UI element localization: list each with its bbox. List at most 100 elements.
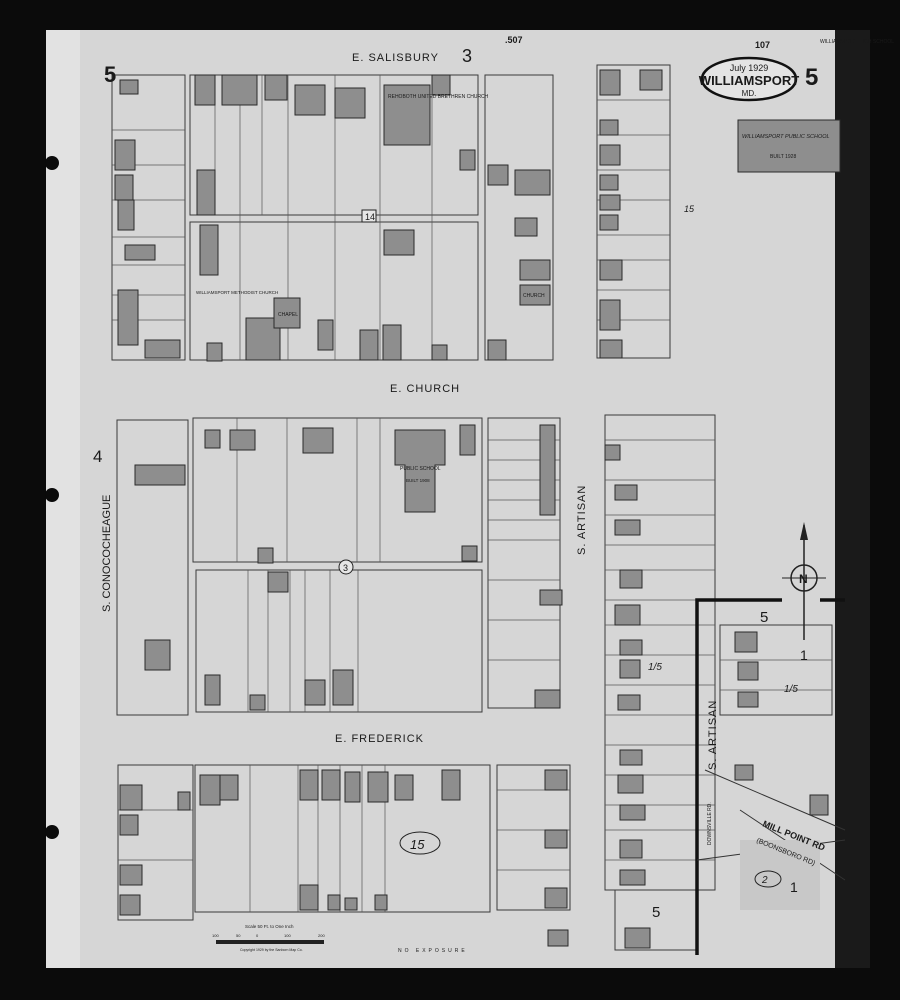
right-edge-shadow	[835, 30, 870, 968]
building	[599, 194, 621, 211]
building	[257, 547, 274, 564]
building	[431, 74, 451, 96]
cartouche-state: MD.	[742, 89, 757, 98]
building	[249, 694, 266, 711]
building	[599, 69, 621, 96]
public-school-label: PUBLIC SCHOOL	[400, 466, 441, 472]
public-school-building	[394, 429, 446, 513]
building	[599, 144, 621, 166]
block-number-3-circle: 3	[343, 563, 348, 573]
punch-hole	[45, 825, 59, 839]
block-number-5-bottom: 5	[652, 904, 660, 921]
city-block	[111, 74, 186, 361]
street-e-salisbury: E. SALISBURY	[352, 52, 439, 64]
building	[599, 174, 619, 191]
building	[299, 769, 319, 801]
page-ref-right: 107	[755, 40, 770, 50]
building	[119, 79, 139, 95]
city-block	[192, 417, 483, 563]
building	[544, 829, 568, 849]
sheet-boundary-line	[695, 598, 845, 955]
church-building-small	[519, 284, 551, 306]
building	[639, 69, 663, 91]
scale-bar: Scale 50 Ft. to One Inch 100 50 0 100 20…	[212, 924, 325, 952]
building	[194, 74, 216, 106]
building	[544, 769, 568, 791]
methodist-church-label: WILLIAMSPORT METHODIST CHURCH	[196, 290, 278, 295]
building	[534, 689, 561, 709]
building	[302, 427, 334, 454]
handwritten-note-b: 1/5	[784, 684, 798, 695]
block-number-15: 15	[410, 837, 425, 852]
scale-tick: 0	[256, 933, 259, 938]
building	[544, 887, 568, 909]
building	[383, 229, 415, 256]
city-block	[496, 764, 571, 911]
building	[196, 169, 216, 216]
building	[382, 324, 402, 361]
building	[264, 74, 288, 101]
public-school-building-1928	[737, 119, 841, 173]
building	[219, 774, 239, 801]
sheet-number-left: 5	[104, 62, 116, 87]
building	[614, 519, 641, 536]
block-number-15-alt: 15	[684, 204, 695, 214]
building	[119, 784, 143, 811]
building	[619, 749, 643, 766]
building	[487, 339, 507, 361]
building	[809, 794, 829, 816]
building	[294, 84, 326, 116]
svg-text:N: N	[799, 572, 808, 586]
building	[359, 329, 379, 361]
cartouche-date: July 1929	[730, 63, 769, 73]
building	[737, 661, 759, 681]
building	[614, 604, 641, 626]
building	[144, 639, 171, 671]
building	[177, 791, 191, 811]
building	[327, 894, 341, 911]
city-block	[117, 764, 194, 921]
building	[599, 299, 621, 331]
building	[367, 771, 389, 803]
buildings	[114, 69, 829, 949]
north-arrow-icon: N	[782, 522, 826, 640]
building	[459, 149, 476, 171]
building	[431, 344, 448, 361]
chapel-label: CHAPEL	[278, 312, 298, 318]
building	[619, 804, 646, 821]
building	[117, 289, 139, 346]
building	[119, 864, 143, 886]
building	[599, 214, 619, 231]
building	[124, 244, 156, 261]
cartouche-city: WILLIAMSPORT	[699, 73, 799, 88]
building	[299, 884, 319, 911]
building	[619, 569, 643, 589]
building	[617, 774, 644, 794]
building	[619, 869, 646, 886]
punch-hole	[45, 488, 59, 502]
city-blocks	[111, 64, 833, 951]
public-school-1928-label: WILLIAMSPORT PUBLIC SCHOOL	[742, 134, 830, 140]
scale-tick: 50	[236, 933, 241, 938]
punch-hole	[45, 156, 59, 170]
building	[267, 571, 289, 593]
building	[547, 929, 569, 947]
city-block	[116, 419, 189, 716]
building	[514, 217, 538, 237]
copyright-notice: Copyright 1929 by the Sanborn Map Co.	[240, 948, 303, 952]
city-block	[189, 221, 479, 361]
building	[624, 927, 651, 949]
city-block	[189, 74, 479, 216]
block-number-1: 1	[790, 879, 798, 895]
building	[344, 771, 361, 803]
building	[134, 464, 186, 486]
building	[204, 674, 221, 706]
building	[304, 679, 326, 706]
building	[117, 199, 135, 231]
building	[441, 769, 461, 801]
street-e-frederick: E. FREDERICK	[335, 733, 424, 745]
street-s-artisan-upper: S. ARTISAN	[576, 485, 588, 555]
building	[114, 139, 136, 171]
building	[737, 691, 759, 708]
scale-tick: 200	[318, 933, 325, 938]
